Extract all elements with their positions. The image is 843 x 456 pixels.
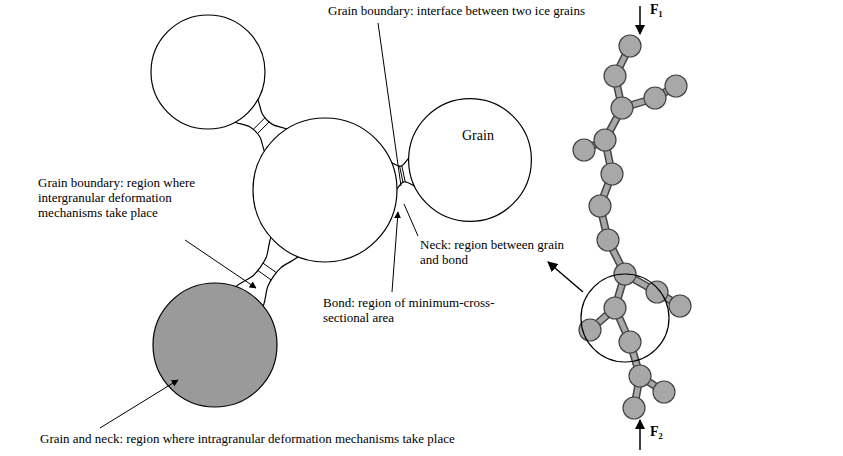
chain-grain	[601, 163, 623, 185]
chain-grain	[604, 297, 626, 319]
chain-grain	[665, 75, 687, 97]
chain-grain	[589, 195, 611, 217]
chain-grain	[669, 295, 691, 317]
bond-line	[402, 165, 405, 182]
leader-arrow	[392, 212, 398, 292]
chain-grain	[644, 87, 666, 109]
bond-line	[258, 270, 272, 280]
chain-grain	[573, 139, 595, 161]
ice-grain	[253, 118, 397, 262]
ice-grain	[409, 99, 532, 222]
boundary-callout: Grain boundary: region where intergranul…	[38, 176, 206, 221]
grain-circle: Grain	[408, 98, 532, 222]
chain-grain	[604, 65, 626, 87]
neck-callout: Neck: region between grain and bond	[420, 238, 570, 268]
bond-line	[263, 263, 277, 273]
chain-grain	[611, 97, 633, 119]
chain-grain	[623, 397, 645, 419]
ice-grain	[153, 283, 277, 407]
chain-grain	[597, 229, 619, 251]
zoom-arrow	[548, 262, 583, 292]
leader-line	[378, 23, 401, 186]
boundary-callout: Grain boundary: interface between two ic…	[328, 4, 658, 19]
leader-arrow	[100, 380, 178, 428]
force-label: F₁	[650, 2, 690, 18]
bond-callout: Bond: region of minimum-cross-sectional …	[323, 296, 501, 326]
leader-line	[404, 204, 418, 236]
chain-grain	[619, 35, 641, 57]
leader-arrow	[185, 240, 256, 288]
chain-grain	[619, 331, 641, 353]
zoom-circle	[581, 274, 669, 362]
bond-line	[257, 122, 269, 134]
grain-label: Grain	[462, 128, 494, 144]
leader-lines	[100, 6, 669, 450]
grain-outline	[408, 98, 534, 224]
grain-group	[151, 15, 397, 407]
chain-grain	[629, 365, 651, 387]
chain-illustration	[573, 35, 691, 419]
force-arrow	[639, 6, 641, 34]
grain-callout: Grain and neck: region where intragranul…	[40, 432, 600, 447]
chain-grain	[594, 129, 616, 151]
chain-grain	[653, 381, 675, 403]
force-arrow	[639, 420, 641, 450]
ice-grain	[151, 15, 265, 129]
force-label: F₂	[650, 424, 690, 440]
